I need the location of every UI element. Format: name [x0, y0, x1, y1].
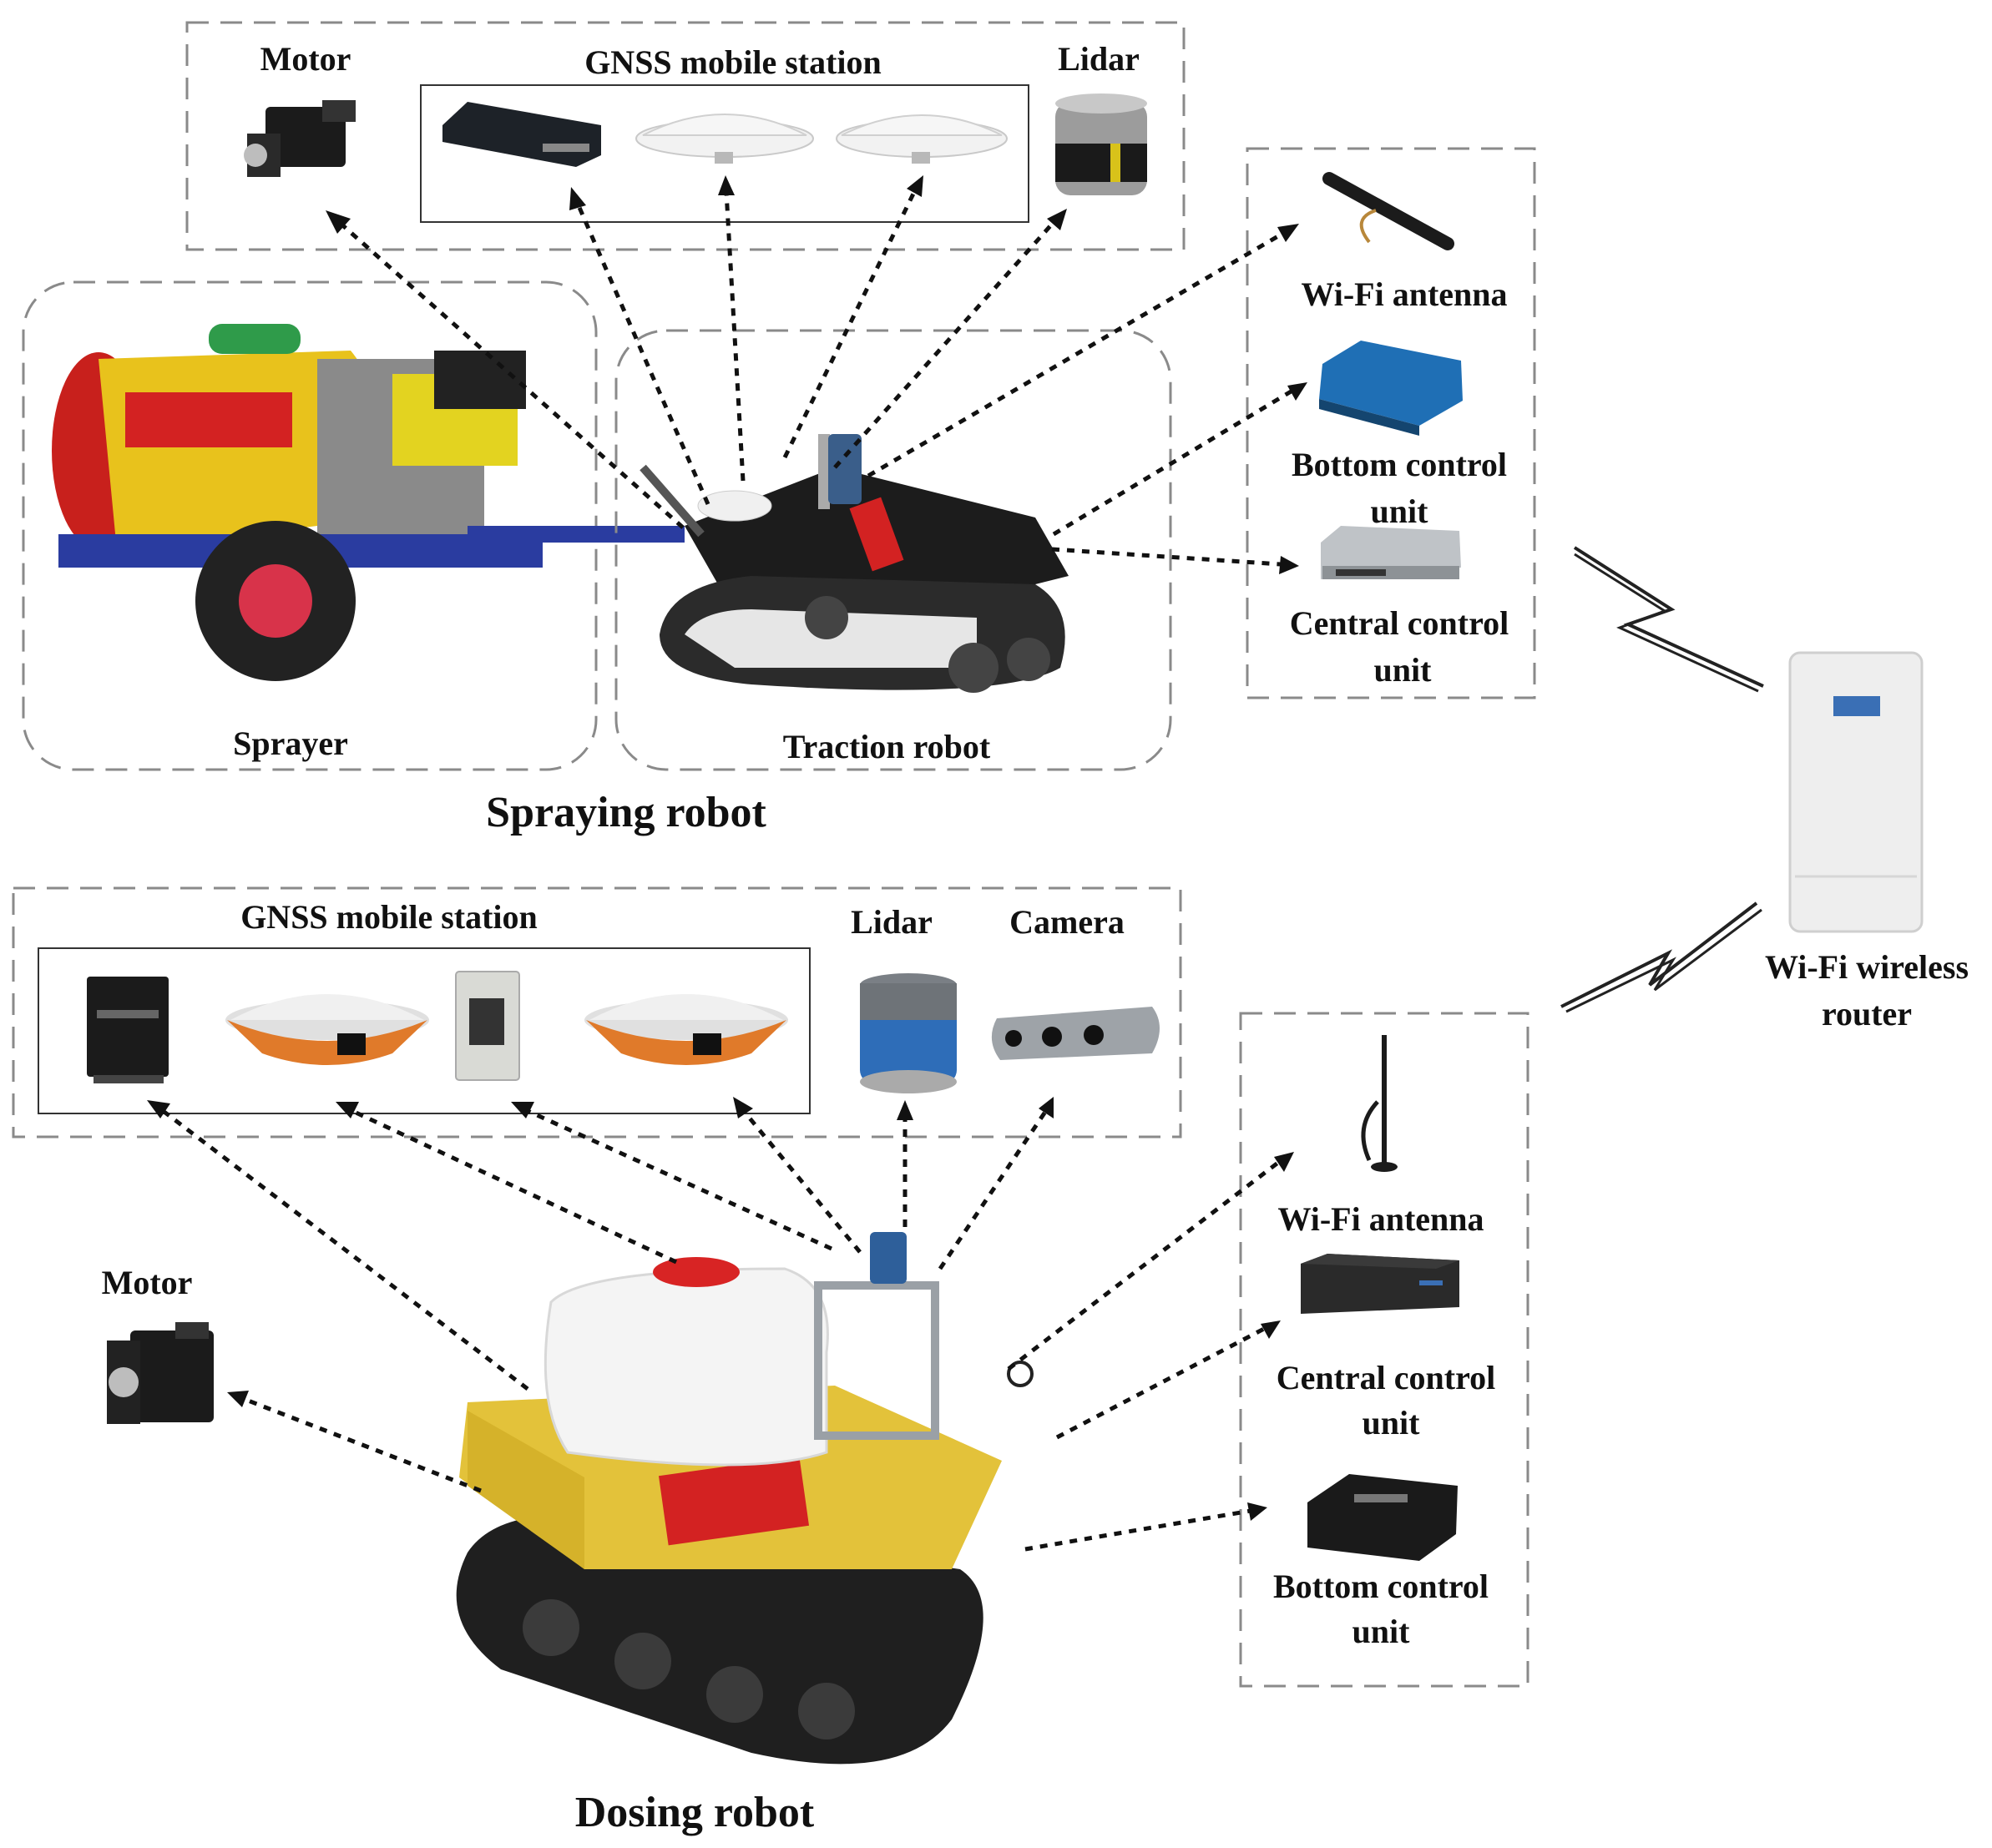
router-section: Wi-Fi wireless router [1560, 546, 1969, 1033]
spraying-wifi-antenna-label: Wi-Fi antenna [1301, 275, 1507, 313]
dosing-gnss-antenna-1-image [225, 994, 429, 1065]
router-image [1788, 651, 1924, 933]
dosing-central-control-label-2: unit [1363, 1404, 1421, 1442]
dosing-gnss-receiver-image [87, 977, 169, 1083]
spraying-controllers-box [1246, 147, 1536, 699]
sprayer-image [52, 324, 685, 681]
spraying-bottom-control-image [1319, 341, 1463, 436]
dosing-gnss-label: GNSS mobile station [240, 898, 538, 936]
spraying-wifi-antenna-image [1322, 172, 1454, 250]
dosing-robot-image [456, 1232, 1034, 1765]
spraying-bottom-control-label-2: unit [1371, 492, 1429, 530]
traction-robot-box [614, 329, 1172, 771]
spraying-central-control-image [1321, 526, 1461, 579]
lightning-top-icon [1573, 546, 1764, 693]
dosing-lidar-label: Lidar [851, 903, 933, 941]
dosing-arrows [147, 1097, 1294, 1552]
spraying-gnss-antenna-2-image [836, 114, 1008, 164]
spraying-gnss-label: GNSS mobile station [584, 43, 882, 81]
dosing-camera-label: Camera [1009, 903, 1125, 941]
spraying-gnss-box [420, 84, 1029, 223]
spraying-robot-title: Spraying robot [486, 789, 766, 836]
dosing-central-control-image [1301, 1254, 1459, 1314]
dosing-controllers-box [1239, 1012, 1529, 1688]
dosing-bottom-control-label-1: Bottom control [1273, 1568, 1489, 1605]
spraying-gnss-receiver-image [442, 102, 601, 167]
dosing-radio-image [455, 971, 520, 1081]
spraying-central-control-label-1: Central control [1290, 604, 1509, 642]
dosing-wifi-antenna-label: Wi-Fi antenna [1277, 1200, 1484, 1238]
spraying-lidar-label: Lidar [1058, 40, 1140, 78]
dosing-gnss-antenna-2-image [584, 994, 788, 1065]
lightning-bottom-icon [1560, 901, 1762, 1013]
sprayer-label: Sprayer [233, 725, 348, 762]
spraying-gnss-antenna-1-image [635, 114, 814, 164]
spraying-robot-section: Motor GNSS mobile station Lidar [22, 21, 1536, 836]
dosing-robot-title: Dosing robot [575, 1789, 815, 1836]
spraying-arrows [326, 175, 1307, 574]
spraying-motor-label: Motor [260, 40, 351, 78]
dosing-bottom-control-image [1307, 1474, 1458, 1561]
router-label-1: Wi-Fi wireless [1765, 948, 1969, 986]
dosing-wifi-antenna-image [1361, 1035, 1398, 1172]
spraying-sensors-box [185, 21, 1186, 251]
dosing-camera-image [991, 1007, 1160, 1060]
spraying-central-control-label-2: unit [1374, 651, 1433, 689]
spraying-bottom-control-label-1: Bottom control [1292, 446, 1507, 483]
dosing-motor-label: Motor [102, 1264, 193, 1301]
dosing-central-control-label-1: Central control [1277, 1359, 1496, 1396]
dosing-gnss-box [38, 947, 811, 1114]
traction-robot-label: Traction robot [783, 728, 991, 765]
dosing-lidar-image [860, 973, 957, 1093]
dosing-bottom-control-label-2: unit [1352, 1613, 1411, 1650]
spraying-motor-image [244, 100, 356, 177]
dosing-sensors-box [12, 886, 1182, 1139]
dosing-motor-image [107, 1322, 214, 1424]
traction-robot-image [640, 434, 1069, 693]
spraying-lidar-image [1055, 93, 1147, 195]
router-label-2: router [1822, 995, 1912, 1033]
dosing-robot-section: GNSS mobile station Lidar Camera [12, 886, 1529, 1836]
